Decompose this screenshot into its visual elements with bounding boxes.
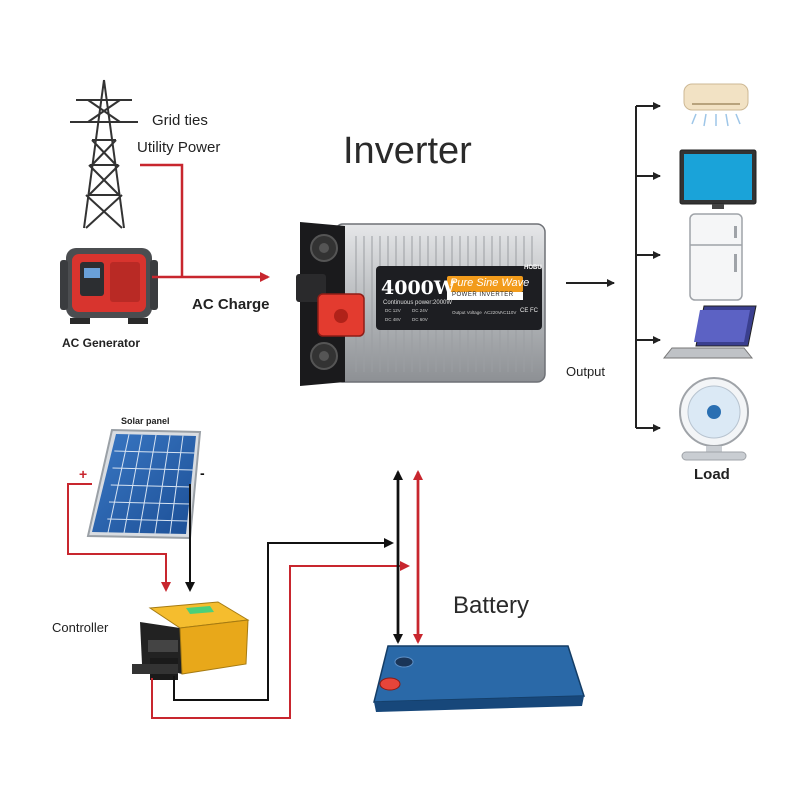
inverter-output-2: AC110V <box>500 310 517 315</box>
diagram-title: Inverter <box>343 130 472 172</box>
panel-positive-wire <box>67 483 171 592</box>
controller-label: Controller <box>52 620 109 635</box>
inverter-power-rating: 4000W <box>381 277 456 299</box>
load-label: Load <box>694 466 730 483</box>
output-label: Output <box>566 364 606 379</box>
grid-wire-red <box>140 163 184 277</box>
inverter-output-1: AC220V <box>484 310 501 315</box>
air-conditioner-icon <box>683 83 749 127</box>
grid-label-line2: Utility Power <box>137 139 221 156</box>
inverter-cert: CE FC <box>520 308 538 314</box>
controller-black-wire <box>173 538 394 701</box>
solar-panel-icon <box>86 428 202 540</box>
inverter-option-4: DC 60V <box>412 317 428 322</box>
controller-red-wire <box>151 561 410 719</box>
ac-charge-label: AC Charge <box>192 296 270 313</box>
inverter-wave-type: Pure Sine Wave <box>450 277 530 289</box>
ac-generator-label: AC Generator <box>62 336 141 350</box>
grid-label-line1: Grid ties <box>152 112 208 129</box>
television-icon <box>679 149 757 209</box>
minus-sign: - <box>200 465 205 481</box>
battery-label: Battery <box>453 592 530 619</box>
plus-sign: + <box>79 466 88 482</box>
charge-controller-icon <box>132 601 250 680</box>
inverter-output-voltage: Output Voltage <box>452 310 482 315</box>
ac-generator-icon <box>60 248 158 324</box>
laptop-icon <box>662 305 757 359</box>
fan-icon <box>679 377 749 461</box>
inverter-device <box>296 222 546 386</box>
refrigerator-icon <box>689 213 743 301</box>
inverter-brand: HOBU <box>524 265 542 271</box>
solar-panel-label: Solar panel <box>121 416 170 426</box>
battery-icon <box>373 645 586 712</box>
inverter-continuous-power: Continuous power:2000W <box>383 300 453 306</box>
inverter-option-1: DC 12V <box>385 308 401 313</box>
output-bracket <box>635 102 661 432</box>
transmission-tower-icon <box>70 79 138 229</box>
inverter-option-3: DC 48V <box>385 317 401 322</box>
inverter-subtitle: POWER INVERTER <box>452 292 514 298</box>
inverter-option-2: DC 24V <box>412 308 428 313</box>
